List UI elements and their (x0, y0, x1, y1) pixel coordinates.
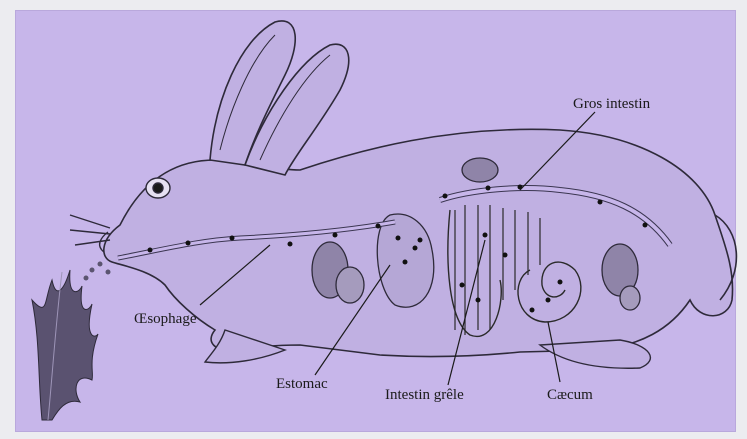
label-oesophage: Œsophage (134, 312, 197, 327)
label-intestin-grele: Intestin grêle (385, 388, 464, 403)
dandelion-leaf (32, 270, 98, 420)
label-estomac: Estomac (276, 377, 328, 392)
label-caecum: Cæcum (547, 388, 593, 403)
label-gros-intestin: Gros intestin (573, 97, 650, 112)
